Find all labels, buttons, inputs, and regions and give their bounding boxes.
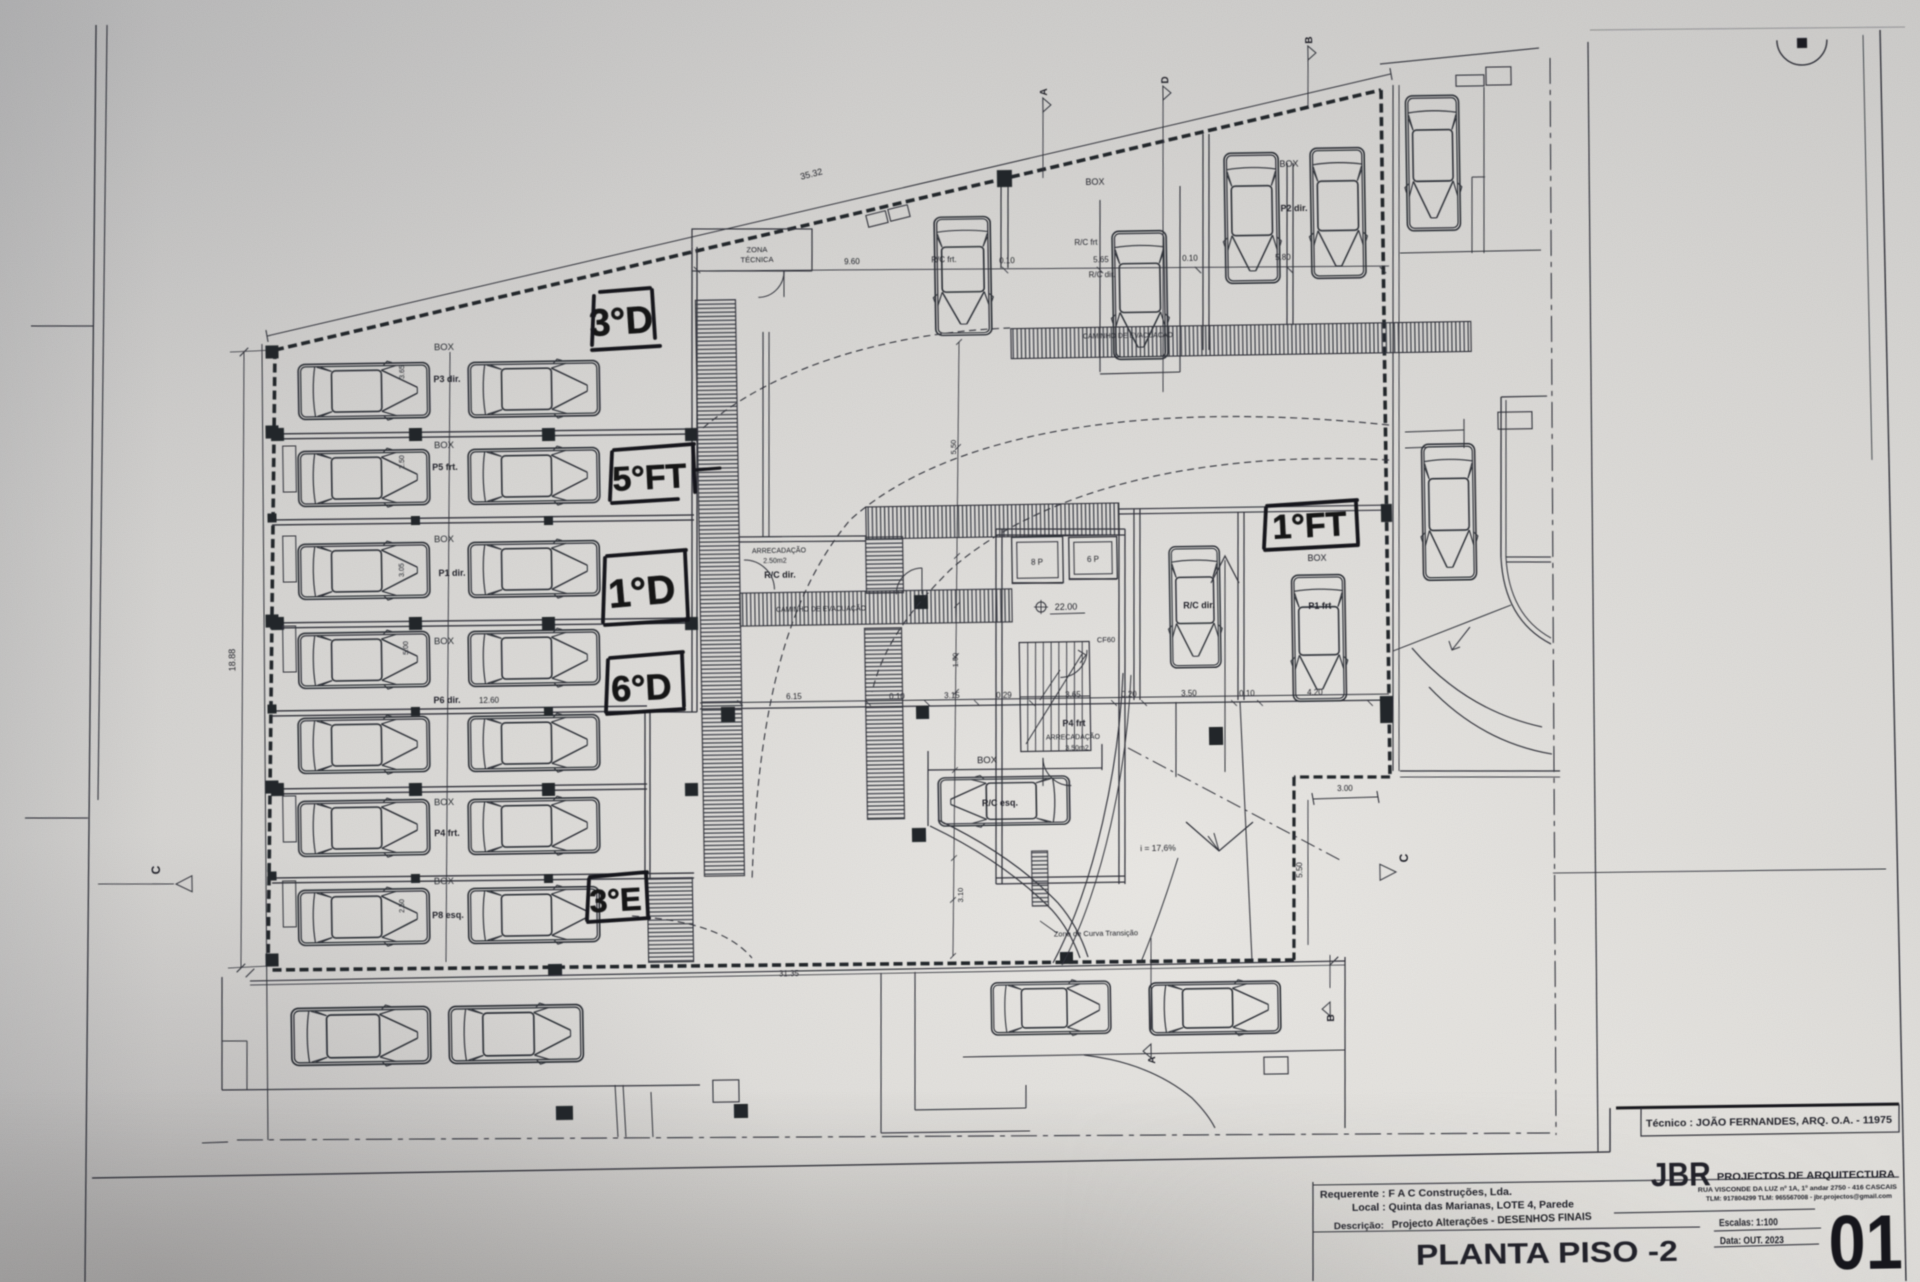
svg-text:3.10: 3.10 — [956, 888, 965, 903]
svg-text:0.29: 0.29 — [996, 691, 1012, 700]
svg-text:2.50m2: 2.50m2 — [763, 558, 787, 565]
svg-text:Data: OUT. 2023: Data: OUT. 2023 — [1720, 1235, 1785, 1247]
svg-text:0.10: 0.10 — [1239, 689, 1255, 698]
svg-text:R/C dir.: R/C dir. — [764, 570, 796, 580]
svg-text:R/C frt: R/C frt — [1074, 238, 1098, 247]
svg-text:TÉCNICA: TÉCNICA — [740, 255, 773, 265]
svg-text:22.00: 22.00 — [1055, 602, 1078, 612]
svg-text:BOX: BOX — [434, 797, 455, 808]
svg-text:4.20: 4.20 — [1307, 688, 1323, 697]
svg-text:PLANTA PISO -2: PLANTA PISO -2 — [1416, 1236, 1678, 1272]
svg-text:6°D: 6°D — [610, 666, 672, 710]
svg-text:18.88: 18.88 — [227, 649, 237, 672]
svg-text:0.10: 0.10 — [1182, 254, 1198, 263]
svg-text:5.00: 5.00 — [403, 641, 410, 655]
svg-text:3.50: 3.50 — [1181, 689, 1197, 698]
svg-text:2.50: 2.50 — [399, 455, 406, 469]
svg-text:BOX: BOX — [434, 636, 455, 647]
svg-text:R/C dir.: R/C dir. — [1183, 600, 1215, 610]
svg-text:5.80: 5.80 — [1275, 253, 1291, 262]
svg-text:i = 17,6%: i = 17,6% — [1140, 843, 1176, 854]
svg-text:6 P: 6 P — [1087, 555, 1099, 564]
svg-text:5.50: 5.50 — [1295, 862, 1304, 878]
svg-text:C: C — [149, 865, 163, 874]
svg-text:Zona de Curva Transição: Zona de Curva Transição — [1054, 928, 1138, 938]
svg-text:3.00: 3.00 — [1337, 784, 1353, 793]
svg-text:8 P: 8 P — [1031, 558, 1043, 567]
svg-text:1°D: 1°D — [607, 567, 678, 617]
svg-text:CAMINHO DE EVACUACAO: CAMINHO DE EVACUACAO — [1083, 332, 1174, 340]
svg-text:0.10: 0.10 — [999, 256, 1015, 265]
svg-text:3.65: 3.65 — [1065, 690, 1081, 699]
svg-text:P8 esq.: P8 esq. — [432, 910, 464, 920]
svg-text:0.20: 0.20 — [1121, 690, 1137, 699]
svg-text:CAMINHO DE EVACUAÇÃO: CAMINHO DE EVACUAÇÃO — [776, 603, 867, 613]
svg-text:BOX: BOX — [434, 876, 455, 887]
svg-text:R/C dir.: R/C dir. — [1089, 270, 1116, 279]
svg-text:Técnico : JOÃO FERNANDES, ARQ.: Técnico : JOÃO FERNANDES, ARQ. O.A. - 11… — [1646, 1113, 1892, 1130]
svg-text:3°D: 3°D — [588, 299, 654, 345]
svg-text:5.50: 5.50 — [949, 440, 958, 455]
svg-text:BOX: BOX — [977, 755, 998, 766]
svg-text:12.60: 12.60 — [479, 696, 500, 705]
svg-text:D: D — [1160, 76, 1171, 83]
svg-text:B: B — [1304, 36, 1315, 43]
svg-text:BOX: BOX — [1307, 553, 1326, 563]
svg-text:Descrição:: Descrição: — [1334, 1220, 1384, 1232]
svg-text:Local : Quinta das Marianas, L: Local : Quinta das Marianas, LOTE 4, Par… — [1352, 1199, 1574, 1214]
svg-text:A: A — [1039, 88, 1050, 95]
svg-text:JBR: JBR — [1650, 1155, 1711, 1193]
svg-text:P3 dir.: P3 dir. — [433, 374, 460, 384]
svg-text:3.65: 3.65 — [399, 365, 406, 379]
svg-text:P2 dir.: P2 dir. — [1280, 203, 1307, 213]
svg-text:5°FT: 5°FT — [611, 457, 687, 499]
svg-text:BOX: BOX — [434, 440, 455, 451]
svg-text:A: A — [1147, 1056, 1158, 1063]
svg-text:3.15: 3.15 — [944, 691, 960, 700]
svg-text:BOX: BOX — [1085, 177, 1104, 187]
svg-text:P1 dir.: P1 dir. — [438, 568, 465, 578]
svg-text:R/C frt.: R/C frt. — [931, 255, 956, 264]
svg-text:01: 01 — [1828, 1199, 1903, 1282]
svg-text:5.65: 5.65 — [1093, 255, 1109, 264]
svg-text:31.35: 31.35 — [779, 969, 800, 978]
svg-text:3.50m2: 3.50m2 — [1065, 745, 1089, 752]
svg-text:P6 dir.: P6 dir. — [433, 695, 460, 705]
svg-text:ARRECADAÇÃO: ARRECADAÇÃO — [752, 546, 807, 556]
svg-text:CF60: CF60 — [1097, 635, 1115, 644]
svg-text:Requerente : F A C Construçõe: Requerente : F A C Construções, Lda. — [1320, 1186, 1512, 1201]
svg-text:RUA VISCONDE DA LUZ nº 1A, 1º: RUA VISCONDE DA LUZ nº 1A, 1º andar 2750… — [1698, 1185, 1897, 1194]
svg-text:6.15: 6.15 — [786, 692, 802, 701]
svg-text:3°E: 3°E — [589, 881, 643, 920]
svg-text:BOX: BOX — [434, 342, 455, 353]
svg-text:B: B — [1326, 1014, 1337, 1021]
svg-text:BOX: BOX — [434, 534, 455, 545]
svg-text:1.50: 1.50 — [951, 653, 960, 668]
svg-text:9.60: 9.60 — [844, 257, 860, 266]
svg-text:R/C esq.: R/C esq. — [982, 798, 1018, 809]
svg-text:Escalas: 1:100: Escalas: 1:100 — [1719, 1217, 1779, 1229]
svg-text:P1 frt: P1 frt — [1308, 601, 1331, 611]
svg-text:ZONA: ZONA — [746, 245, 767, 254]
svg-text:3.05: 3.05 — [399, 563, 406, 577]
svg-text:1°FT: 1°FT — [1272, 505, 1348, 547]
svg-text:BOX: BOX — [1279, 159, 1298, 169]
svg-text:PROJECTOS DE ARQUITECTURA: PROJECTOS DE ARQUITECTURA — [1717, 1169, 1895, 1183]
svg-text:P4 frt: P4 frt — [1062, 718, 1085, 728]
svg-text:P4 frt.: P4 frt. — [434, 828, 460, 838]
svg-text:C: C — [1397, 853, 1411, 862]
svg-text:P5 frt.: P5 frt. — [432, 462, 458, 472]
svg-text:TLM: 917804299 TLM: 965567008: TLM: 917804299 TLM: 965567008 - jbr.proj… — [1706, 1194, 1892, 1203]
svg-text:ARRECADAÇÃO: ARRECADAÇÃO — [1046, 732, 1101, 742]
